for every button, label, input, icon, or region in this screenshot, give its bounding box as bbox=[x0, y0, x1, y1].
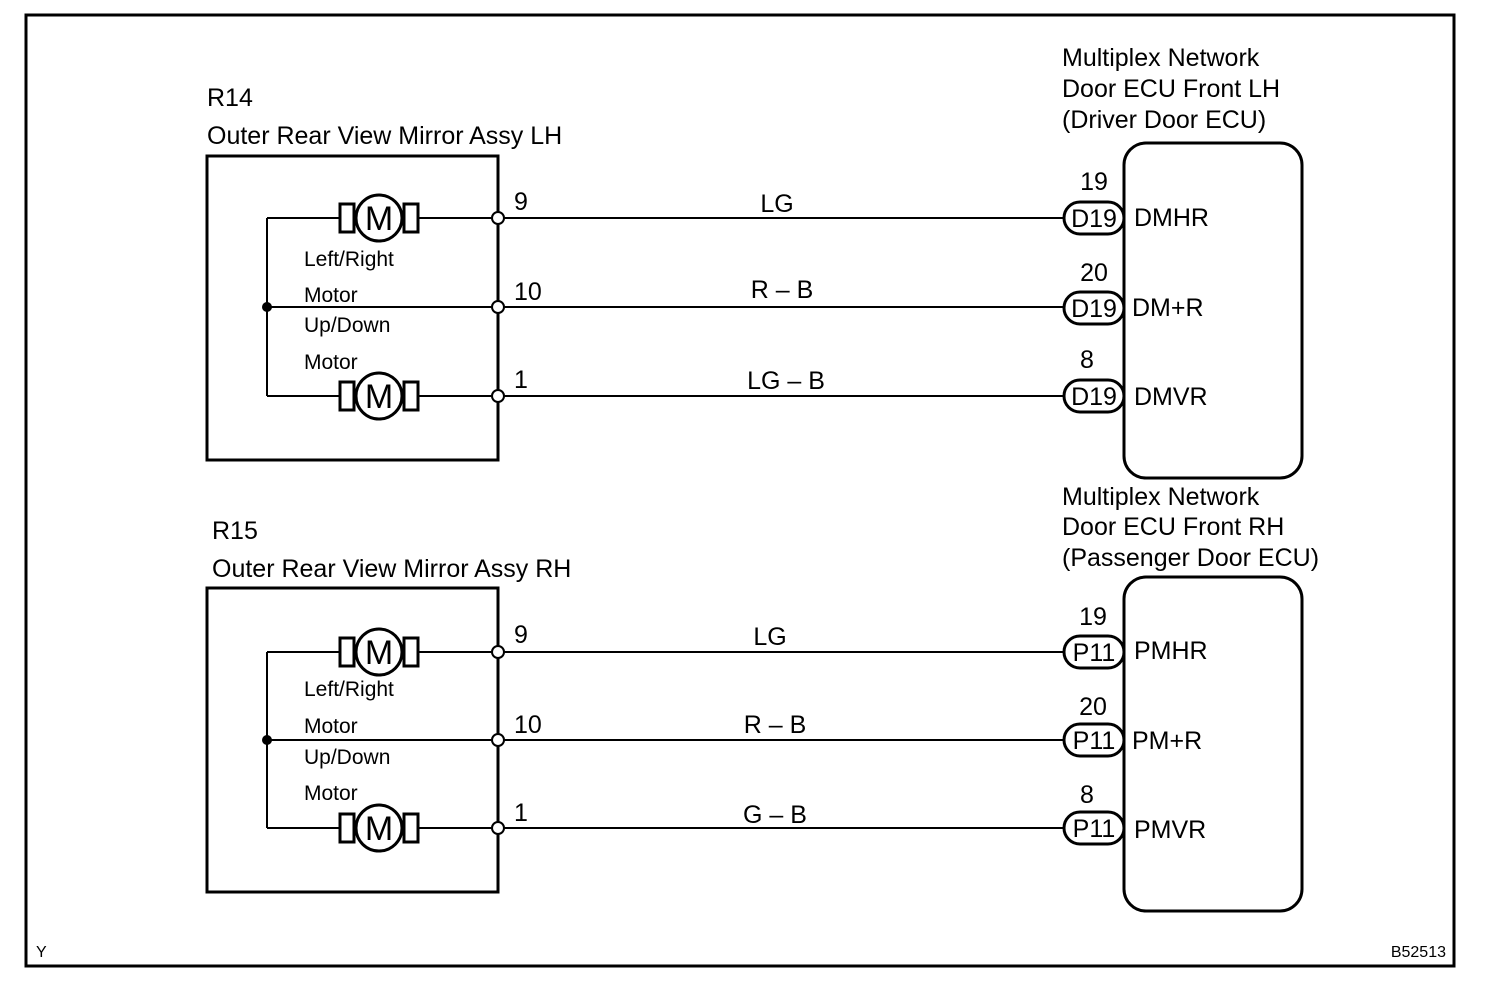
connector-code: P11 bbox=[1073, 727, 1116, 755]
wire-color: LG – B bbox=[747, 367, 825, 395]
ecu-lh-title: Door ECU Front LH bbox=[1062, 75, 1280, 103]
motor-label: Motor bbox=[304, 351, 358, 374]
motor-label: Motor bbox=[304, 284, 358, 307]
motor-symbol: M bbox=[365, 378, 393, 416]
ecu-pin: 20 bbox=[1079, 693, 1107, 721]
mirror-pin: 10 bbox=[514, 711, 542, 739]
up-down-motor-icon: M bbox=[338, 371, 420, 421]
harness-lh: 9 10 1 LG R – B LG – B bbox=[504, 188, 1066, 397]
wire-color: R – B bbox=[744, 711, 807, 739]
connector-icon: P11 bbox=[1062, 810, 1126, 846]
mirror-lh-group: R14 Outer Rear View Mirror Assy LH M M L… bbox=[205, 84, 562, 462]
ecu-rh-title: Multiplex Network bbox=[1062, 483, 1260, 511]
terminal bbox=[491, 645, 505, 659]
connector-icon: P11 bbox=[1062, 722, 1126, 758]
diagram-frame bbox=[24, 13, 1456, 968]
mirror-pin: 10 bbox=[514, 278, 542, 306]
mirror-lh-name: Outer Rear View Mirror Assy LH bbox=[207, 122, 562, 150]
motor-symbol: M bbox=[365, 200, 393, 238]
terminal bbox=[491, 300, 505, 314]
ecu-terminal: DMHR bbox=[1134, 204, 1209, 232]
terminal bbox=[491, 211, 505, 225]
terminal bbox=[491, 733, 505, 747]
connector-code: D19 bbox=[1071, 205, 1117, 233]
motor-label: Up/Down bbox=[304, 314, 390, 337]
mirror-rh-group: R15 Outer Rear View Mirror Assy RH M M L… bbox=[205, 517, 571, 894]
mirror-pin: 1 bbox=[514, 799, 528, 827]
ecu-lh-title: (Driver Door ECU) bbox=[1062, 106, 1266, 134]
figure-id: B52513 bbox=[1391, 944, 1446, 961]
mirror-pin: 1 bbox=[514, 366, 528, 394]
motor-label: Motor bbox=[304, 782, 358, 805]
motor-symbol: M bbox=[365, 634, 393, 672]
junction-dot bbox=[262, 735, 272, 745]
ecu-terminal: DMVR bbox=[1134, 383, 1208, 411]
terminal bbox=[491, 389, 505, 403]
ecu-rh-title: Door ECU Front RH bbox=[1062, 513, 1284, 541]
ecu-rh-group: Multiplex Network Door ECU Front RH (Pas… bbox=[1062, 483, 1319, 913]
mirror-pin: 9 bbox=[514, 621, 528, 649]
motor-label: Left/Right bbox=[304, 678, 394, 701]
connector-code: P11 bbox=[1073, 639, 1116, 667]
ecu-terminal: PM+R bbox=[1132, 727, 1202, 755]
wire-color: LG bbox=[760, 190, 793, 218]
corner-label-left: Y bbox=[36, 944, 47, 961]
connector-icon: D19 bbox=[1062, 378, 1126, 414]
ecu-pin: 19 bbox=[1079, 603, 1107, 631]
ecu-lh-group: Multiplex Network Door ECU Front LH (Dri… bbox=[1062, 44, 1304, 480]
harness-rh: 9 10 1 LG R – B G – B bbox=[504, 621, 1064, 829]
wire-color: R – B bbox=[751, 276, 814, 304]
up-down-motor-icon: M bbox=[338, 803, 420, 853]
left-right-motor-icon: M bbox=[338, 193, 420, 243]
mirror-rh-name: Outer Rear View Mirror Assy RH bbox=[212, 555, 571, 583]
ecu-pin: 19 bbox=[1080, 168, 1108, 196]
connector-icon: P11 bbox=[1062, 634, 1126, 670]
motor-label: Up/Down bbox=[304, 746, 390, 769]
left-right-motor-icon: M bbox=[338, 627, 420, 677]
ecu-lh-title: Multiplex Network bbox=[1062, 44, 1260, 72]
connector-code: P11 bbox=[1073, 815, 1116, 843]
mirror-rh-code: R15 bbox=[212, 517, 258, 545]
ecu-pin: 20 bbox=[1080, 259, 1108, 287]
ecu-rh-title: (Passenger Door ECU) bbox=[1062, 544, 1319, 572]
ecu-pin: 8 bbox=[1080, 781, 1094, 809]
mirror-pin: 9 bbox=[514, 188, 528, 216]
terminal bbox=[491, 821, 505, 835]
connector-code: D19 bbox=[1071, 295, 1117, 323]
wire-color: LG bbox=[753, 623, 786, 651]
ecu-terminal: PMHR bbox=[1134, 637, 1208, 665]
ecu-pin: 8 bbox=[1080, 346, 1094, 374]
ecu-terminal: PMVR bbox=[1134, 816, 1206, 844]
junction-dot bbox=[262, 302, 272, 312]
motor-label: Left/Right bbox=[304, 248, 394, 271]
motor-label: Motor bbox=[304, 715, 358, 738]
connector-code: D19 bbox=[1071, 383, 1117, 411]
connector-icon: D19 bbox=[1062, 200, 1126, 236]
wire-color: G – B bbox=[743, 801, 807, 829]
mirror-lh-code: R14 bbox=[207, 84, 253, 112]
motor-symbol: M bbox=[365, 810, 393, 848]
ecu-terminal: DM+R bbox=[1132, 294, 1204, 322]
connector-icon: D19 bbox=[1062, 290, 1126, 326]
